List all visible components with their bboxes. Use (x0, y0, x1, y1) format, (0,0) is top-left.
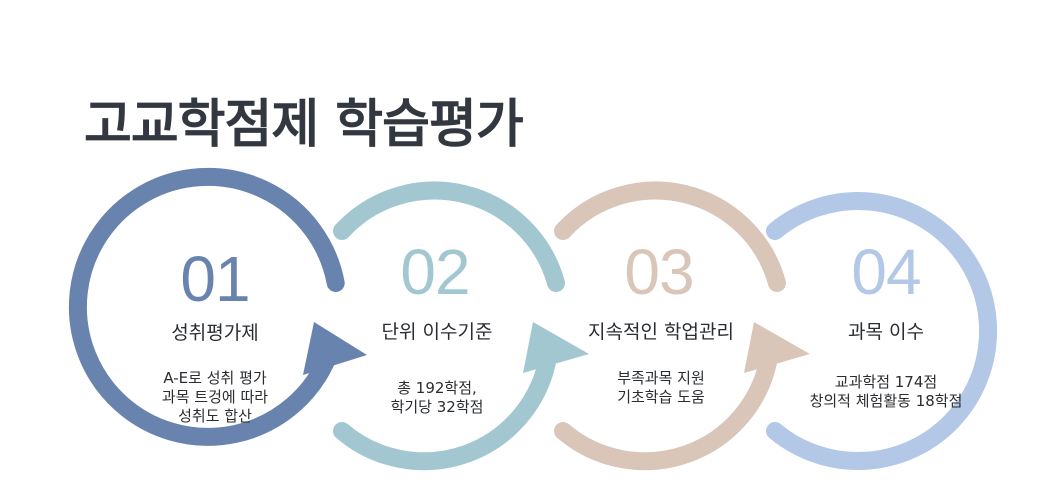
page-title: 고교학점제 학습평가 (84, 95, 524, 155)
step-2-heading: 단위 이수기준 (381, 321, 493, 343)
step-1-line: 과목 트겅에 따라 (161, 388, 269, 406)
step-3-number: 03 (624, 236, 694, 308)
step-3-description: 부족과목 지원 기초학습 도움 (551, 369, 771, 407)
step-2-arrowhead (523, 322, 589, 373)
step-2-number: 02 (400, 236, 470, 308)
step-1-description: A-E로 성취 평가 과목 트겅에 따라 성취도 합산 (105, 369, 325, 426)
step-4-number: 04 (851, 236, 921, 308)
step-2-line: 학기당 32학점 (390, 398, 484, 416)
step-3-line: 기초학습 도움 (617, 388, 705, 406)
step-1-heading: 성취평가제 (171, 322, 259, 344)
step-4-line: 창의적 체험활동 18학점 (809, 392, 963, 410)
step-1-line: 성취도 합산 (178, 407, 252, 425)
step-1-number: 01 (180, 243, 250, 315)
step-3-ring (554, 181, 810, 471)
step-2-description: 총 192학점, 학기당 32학점 (327, 379, 547, 417)
step-3-arrowhead (744, 322, 810, 373)
step-3-line: 부족과목 지원 (617, 369, 705, 387)
step-1-line: A-E로 성취 평가 (163, 369, 267, 387)
step-4-heading: 과목 이수 (848, 321, 924, 343)
step-2-ring (333, 181, 589, 471)
step-4-ring (766, 192, 998, 470)
step-1-arrowhead (303, 322, 367, 375)
step-3-heading: 지속적인 학업관리 (588, 321, 734, 343)
step-4-line: 교과학점 174점 (834, 373, 938, 391)
step-4-description: 교과학점 174점 창의적 체험활동 18학점 (776, 373, 996, 411)
step-1-ring (68, 167, 367, 446)
step-2-line: 총 192학점, (397, 379, 477, 397)
